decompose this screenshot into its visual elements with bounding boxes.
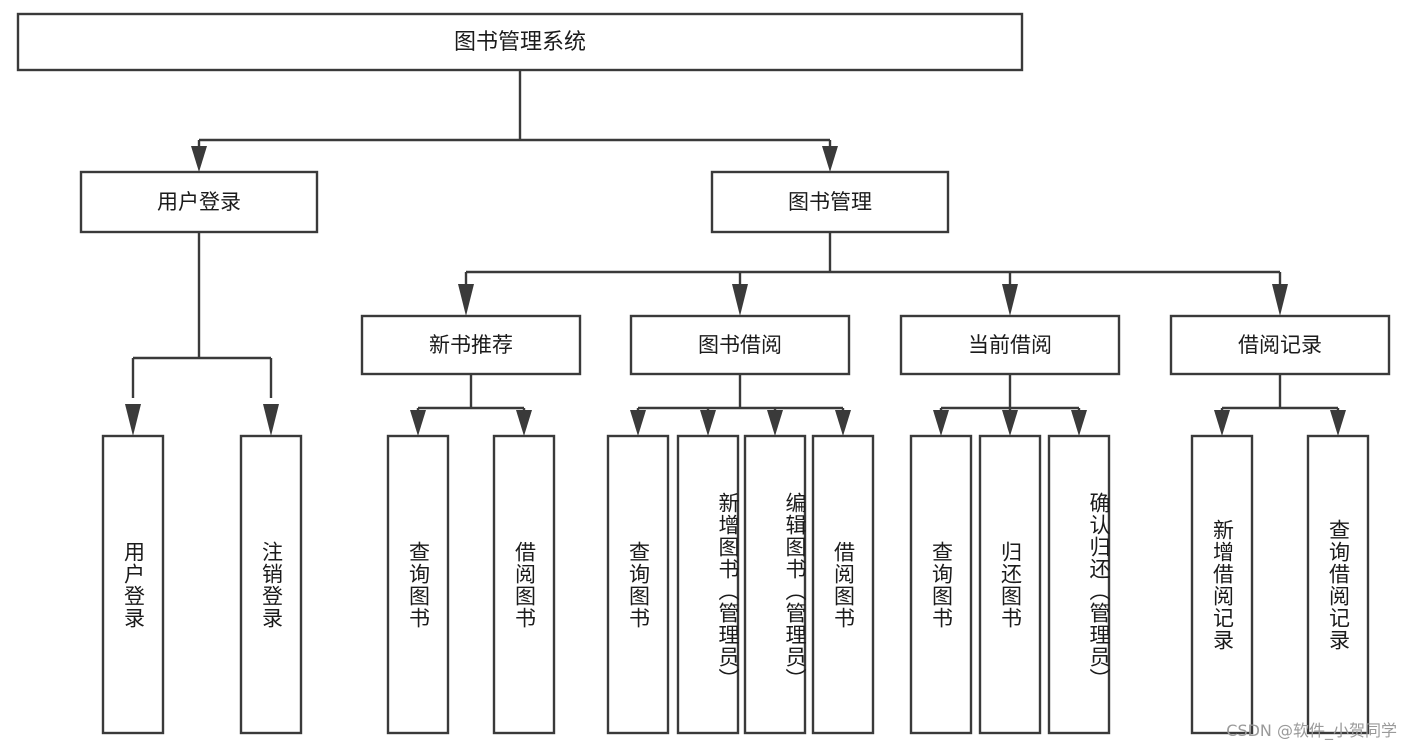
node-book-borrow-box[interactable] bbox=[629, 314, 851, 376]
arrow-to-add-record bbox=[1214, 410, 1230, 436]
node-leaf-query-book-1-box[interactable] bbox=[386, 434, 450, 735]
arrow-to-borrow-book-1 bbox=[516, 410, 532, 436]
arrow-to-return-book bbox=[1002, 410, 1018, 436]
node-current-borrow[interactable]: 当前借阅 bbox=[899, 314, 1121, 376]
edge-group-new-book-rec bbox=[410, 374, 532, 436]
arrow-to-query-book-1 bbox=[410, 410, 426, 436]
arrow-to-book-borrow bbox=[732, 284, 748, 316]
node-new-book-rec-label: 新书推荐 bbox=[429, 333, 513, 357]
node-book-manage-box[interactable] bbox=[710, 170, 950, 234]
arrow-to-borrow-record bbox=[1272, 284, 1288, 316]
arrow-to-current-borrow bbox=[1002, 284, 1018, 316]
arrow-to-book-manage bbox=[822, 146, 838, 172]
node-leaf-query-record-box[interactable] bbox=[1306, 434, 1370, 735]
arrow-to-add-book bbox=[700, 410, 716, 436]
node-user-login-box[interactable] bbox=[79, 170, 319, 234]
arrow-to-borrow-book-2 bbox=[835, 410, 851, 436]
arrow-to-leaf-user-logout bbox=[263, 404, 279, 436]
edge-group-root bbox=[191, 70, 838, 172]
node-current-borrow-label: 当前借阅 bbox=[968, 333, 1052, 357]
node-new-book-rec[interactable]: 新书推荐 bbox=[360, 314, 582, 376]
node-book-manage-label: 图书管理 bbox=[788, 190, 872, 214]
node-root[interactable]: 图书管理系统 bbox=[16, 12, 1024, 72]
edge-group-current-borrow bbox=[933, 374, 1087, 436]
node-root-box[interactable] bbox=[16, 12, 1024, 72]
node-borrow-record-box[interactable] bbox=[1169, 314, 1391, 376]
node-leaf-borrow-book-1-box[interactable] bbox=[492, 434, 556, 735]
node-borrow-record-label: 借阅记录 bbox=[1238, 333, 1322, 357]
arrow-to-user-login bbox=[191, 146, 207, 172]
arrow-to-query-record bbox=[1330, 410, 1346, 436]
arrow-to-leaf-user-login bbox=[125, 404, 141, 436]
edge-group-book-manage bbox=[458, 232, 1288, 316]
edge-group-user-login bbox=[125, 232, 279, 436]
node-new-book-rec-box[interactable] bbox=[360, 314, 582, 376]
node-leaf-return-book-box[interactable] bbox=[978, 434, 1042, 735]
node-book-borrow-label: 图书借阅 bbox=[698, 333, 782, 357]
csdn-watermark: CSDN @软件_小贺同学 bbox=[1226, 721, 1397, 740]
edge-group-book-borrow bbox=[630, 374, 851, 436]
node-borrow-record[interactable]: 借阅记录 bbox=[1169, 314, 1391, 376]
arrow-to-query-book-2 bbox=[630, 410, 646, 436]
node-leaf-query-book-3-box[interactable] bbox=[909, 434, 973, 735]
node-leaf-confirm-return-box[interactable] bbox=[1047, 434, 1111, 735]
node-current-borrow-box[interactable] bbox=[899, 314, 1121, 376]
node-leaf-add-book-box[interactable] bbox=[676, 434, 740, 735]
node-leaf-edit-book-box[interactable] bbox=[743, 434, 807, 735]
node-root-label: 图书管理系统 bbox=[454, 30, 586, 55]
node-user-login-label: 用户登录 bbox=[157, 190, 241, 214]
node-leaf-add-record-box[interactable] bbox=[1190, 434, 1254, 735]
arrow-to-new-book-rec bbox=[458, 284, 474, 316]
edge-group-borrow-record bbox=[1214, 374, 1346, 436]
node-book-manage[interactable]: 图书管理 bbox=[710, 170, 950, 234]
node-leaf-borrow-book-2-box[interactable] bbox=[811, 434, 875, 735]
node-user-login[interactable]: 用户登录 bbox=[79, 170, 319, 234]
node-leaf-user-logout-box[interactable] bbox=[239, 434, 303, 735]
node-book-borrow[interactable]: 图书借阅 bbox=[629, 314, 851, 376]
arrow-to-query-book-3 bbox=[933, 410, 949, 436]
arrow-to-edit-book bbox=[767, 410, 783, 436]
node-leaf-user-login-box[interactable] bbox=[101, 434, 165, 735]
arrow-to-confirm-return bbox=[1071, 410, 1087, 436]
node-leaf-query-book-2-box[interactable] bbox=[606, 434, 670, 735]
